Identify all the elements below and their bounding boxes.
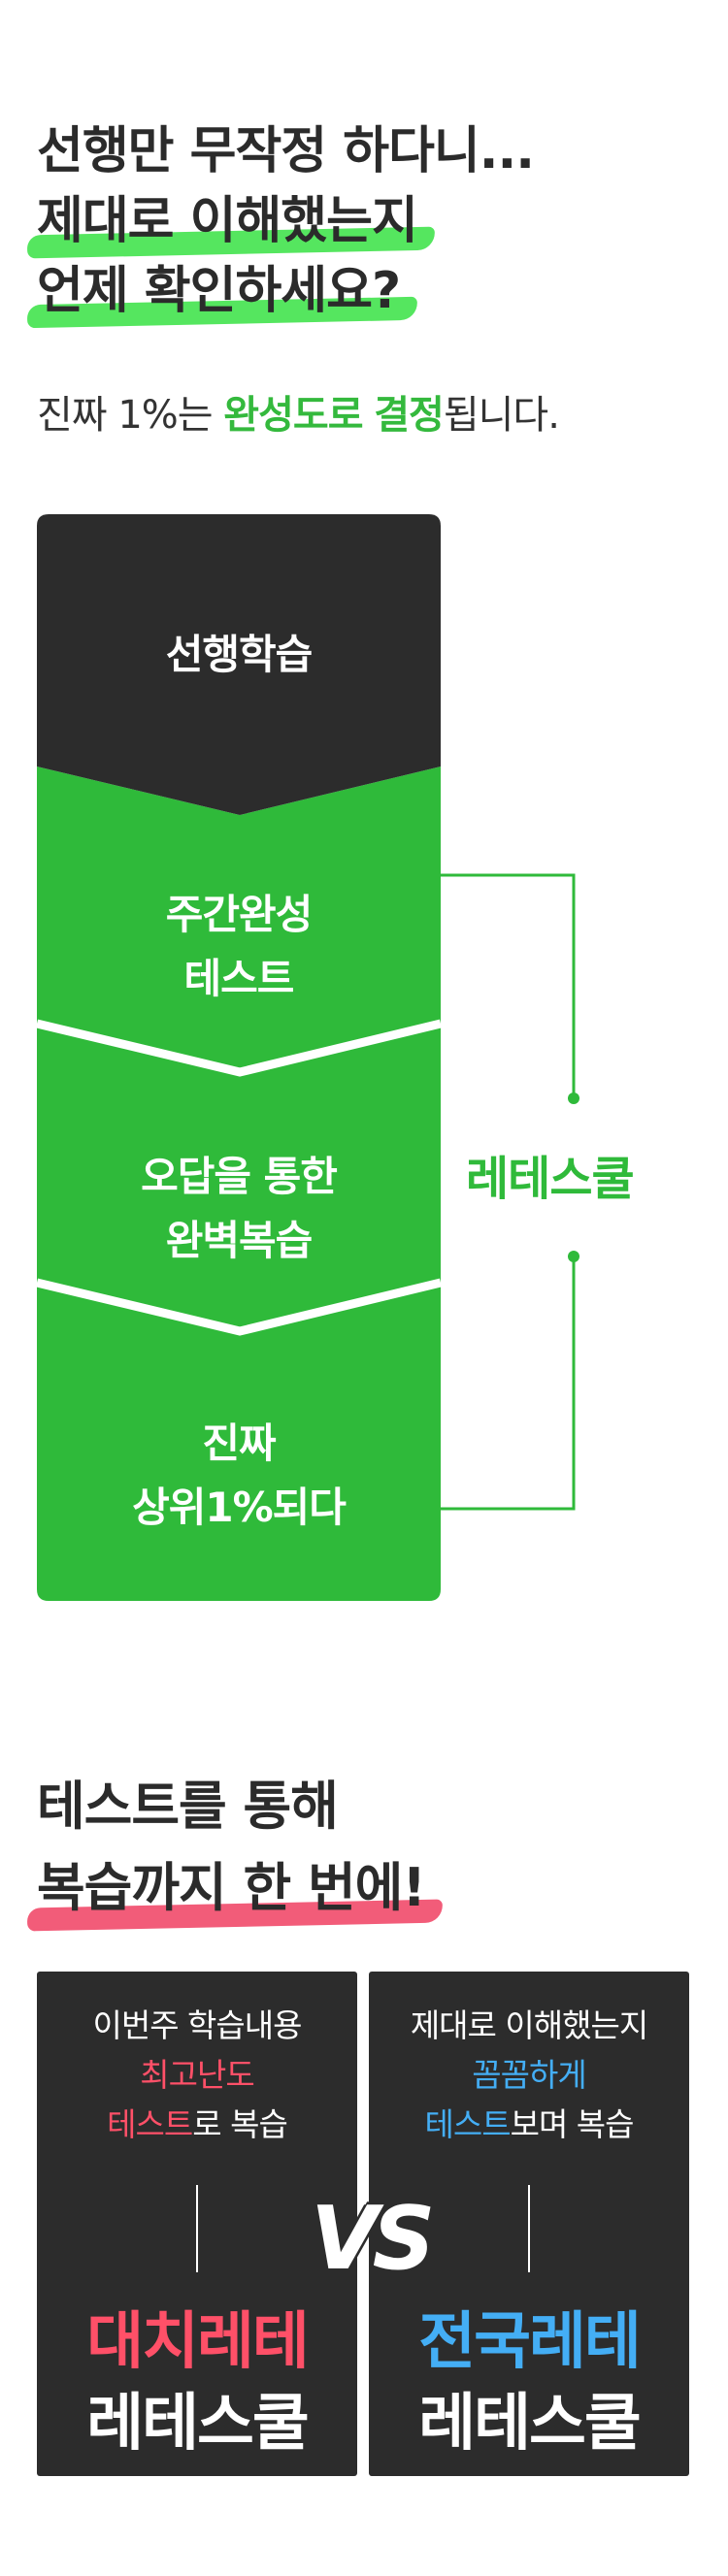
subtitle-space [363,393,375,438]
flow-green-block [37,766,441,1601]
hero-line-1: 선행만 무작정 하다니... [37,122,535,180]
right-big-2: 레테스쿨 [418,2388,642,2460]
flow-step-3: 오답을 통한 완벽복습 [141,1153,338,1264]
subtitle-highlight-2: 결정 [374,393,445,438]
right-big-1: 전국레테 [418,2306,642,2378]
right-line-1: 제대로 이해했는지 [410,2006,648,2044]
subtitle-suffix: 됩니다. [443,393,560,438]
section2-title: 테스트를 통해 복습까지 한 번에! [37,1766,426,1929]
subtitle-prefix: 진짜 1%는 [37,393,224,438]
left-card-big: 대치레테 레테스쿨 [37,2301,357,2464]
section2-line-1: 테스트를 통해 [37,1776,339,1837]
hero-line-2: 제대로 이해했는지 [37,186,418,256]
right-line-2: 꼼꼼하게 [472,2056,586,2094]
compare-card-left: 이번주 학습내용 최고난도 테스트로 복습 대치레테 레테스쿨 [37,1972,357,2476]
right-line-3: 테스트보며 복습 [424,2105,634,2143]
left-line-1: 이번주 학습내용 [92,2006,302,2044]
bracket-label: 레테스쿨 [466,1152,635,1206]
bracket-top-dot [568,1092,579,1104]
vs-label: VS [311,2188,435,2290]
left-big-1: 대치레테 [86,2306,310,2378]
left-divider [196,2185,198,2272]
left-card-text: 이번주 학습내용 최고난도 테스트로 복습 [37,2001,357,2149]
flow-step-1-bg [37,514,441,815]
left-big-2: 레테스쿨 [86,2388,310,2460]
subtitle: 진짜 1%는 완성도로 결정됩니다. [37,388,560,442]
flow-chevron-2 [37,1278,441,1336]
flow-step-1: 선행학습 [165,631,314,678]
retest-bracket [441,873,579,1511]
flow-diagram: 선행학습 주간완성 테스트 오답을 통한 완벽복습 진짜 상위1%되다 [37,514,441,1601]
left-line-2: 최고난도 [140,2056,254,2094]
left-line-3: 테스트로 복습 [107,2105,288,2143]
section2-line-2: 복습까지 한 번에! [37,1847,426,1929]
bracket-bottom-line [441,1256,576,1511]
hero-title: 선행만 무작정 하다니... 제대로 이해했는지 언제 확인하세요? [37,116,535,326]
flow-step-4: 진짜 상위1%되다 [132,1419,347,1531]
flow-shapes [37,514,441,1601]
right-card-big: 전국레테 레테스쿨 [369,2301,689,2464]
bracket-top-line [441,873,576,1098]
flow-step-2: 주간완성 테스트 [165,891,314,1002]
compare-card-right: 제대로 이해했는지 꼼꼼하게 테스트보며 복습 전국레테 레테스쿨 [369,1972,689,2476]
bracket-bottom-dot [568,1251,579,1262]
right-divider [528,2185,530,2272]
right-card-text: 제대로 이해했는지 꼼꼼하게 테스트보며 복습 [369,2001,689,2149]
flow-chevron-1 [37,1019,441,1077]
hero-line-3: 언제 확인하세요? [37,256,401,326]
subtitle-highlight-1: 완성도로 [223,393,363,438]
